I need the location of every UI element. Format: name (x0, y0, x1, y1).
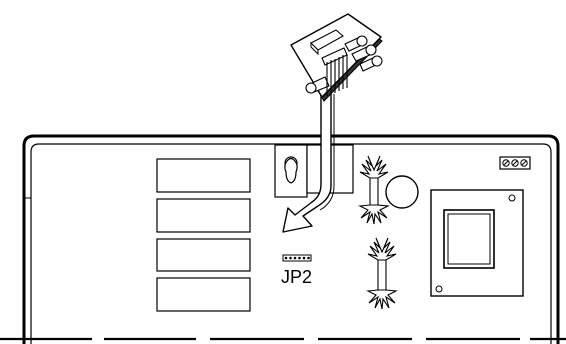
screw-terminal-icon (499, 156, 531, 170)
slot-2 (156, 198, 251, 233)
terminal-screws (502, 159, 528, 167)
rf-module-board-icon (290, 13, 383, 102)
keyhole-icon (284, 156, 298, 184)
terminal-screw-slot (503, 160, 509, 166)
relay-slots (156, 158, 251, 312)
header-pin (293, 256, 297, 260)
header-pin (302, 256, 306, 260)
slot-3 (156, 238, 251, 272)
round-component-icon (385, 175, 419, 209)
header-pins (284, 256, 310, 260)
curved-down-arrow-icon (282, 93, 335, 233)
jp2-header (282, 254, 312, 262)
terminal-screw-slot (521, 160, 527, 166)
controller-housing (22, 134, 560, 344)
jp2-label: JP2 (281, 267, 312, 287)
surge-protector-icon (358, 155, 398, 310)
header-pin (284, 256, 288, 260)
header-pin (289, 256, 292, 260)
terminal-screw-slot (512, 160, 518, 166)
slot-1 (156, 158, 251, 193)
slot-4 (156, 277, 251, 312)
header-pin (307, 256, 310, 260)
header-pin (298, 256, 301, 260)
transformer-icon (430, 189, 524, 297)
